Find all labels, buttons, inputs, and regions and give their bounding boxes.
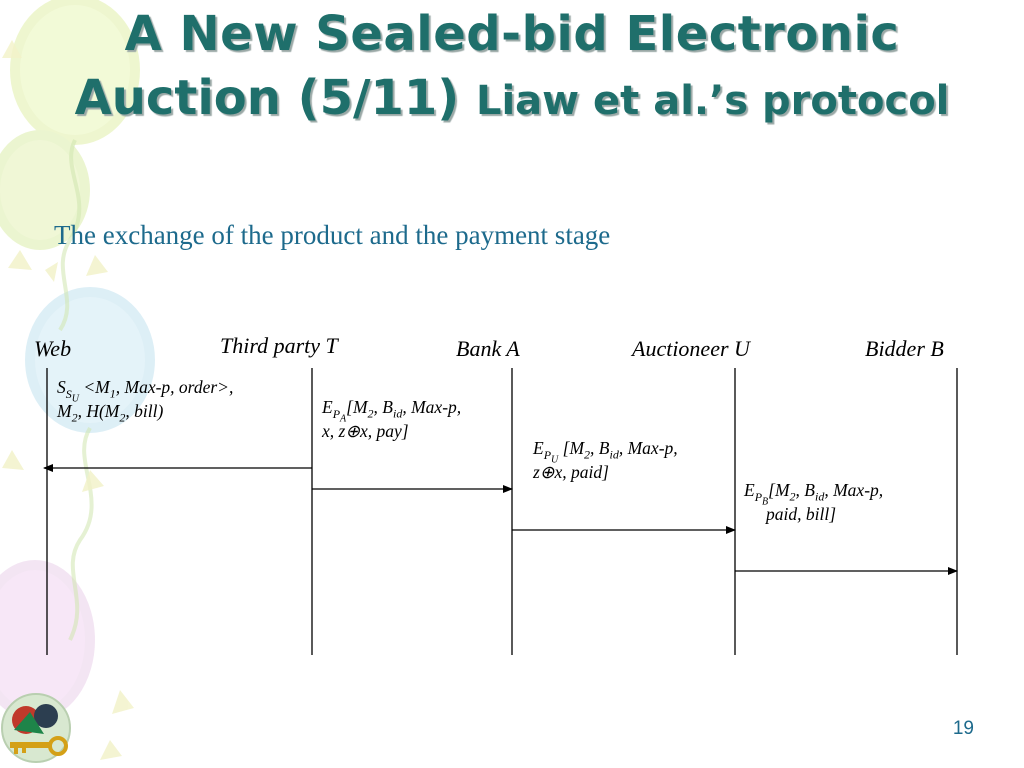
slide-title-line1: A New Sealed-bid Electronic xyxy=(124,6,900,62)
message-encrypted-bill: EPB[M2, Bid, Max-p, paid, bill] xyxy=(744,480,884,524)
participant-bidder: Bidder B xyxy=(865,336,944,361)
message-encrypted-pay: EPA[M2, Bid, Max-p, x, z⊕x, pay] xyxy=(322,397,462,441)
slide-title-line2: Auction (5/11) Liaw et al.’s protocol xyxy=(0,70,1024,126)
message-encrypted-paid: EPU [M2, Bid, Max-p, z⊕x, paid] xyxy=(533,438,678,482)
title-main: Auction (5/11) xyxy=(74,70,460,126)
participant-web: Web xyxy=(34,336,72,361)
page-number: 19 xyxy=(952,718,974,739)
key-logo-icon xyxy=(1,693,71,763)
participant-bank: Bank A xyxy=(456,336,520,361)
message-signed-order: SSU <M1, Max-p, order>, M2, H(M2, bill) xyxy=(57,377,234,425)
slide-subtitle: The exchange of the product and the paym… xyxy=(54,220,611,250)
title-sub: Liaw et al.’s protocol xyxy=(475,78,950,124)
participant-third-party: Third party T xyxy=(220,333,338,358)
participant-auctioneer: Auctioneer U xyxy=(632,336,750,361)
